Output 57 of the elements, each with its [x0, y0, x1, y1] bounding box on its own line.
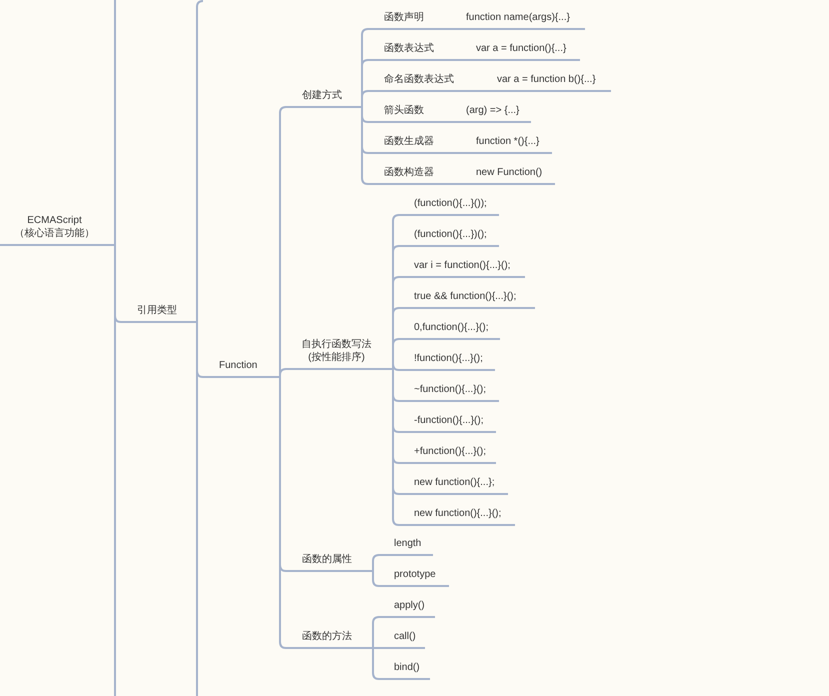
topic-text: 函数生成器: [384, 135, 435, 148]
topic-text: 0,function(){...}();: [414, 321, 488, 334]
branch-line: [372, 571, 380, 587]
topic-text: apply(): [394, 599, 425, 612]
code-text: (arg) => {...}: [466, 104, 520, 117]
branch-line: [196, 0, 204, 322]
code-text: var a = function b(){...}: [497, 73, 596, 86]
branch-line: [372, 554, 380, 571]
topic-text: bind(): [394, 661, 420, 674]
topic-text: var i = function(){...}();: [414, 259, 510, 272]
topic-text: 函数的属性: [302, 553, 352, 566]
code-text: function name(args){...}: [466, 11, 570, 24]
topic-underline: [286, 551, 373, 572]
topic-text: 自执行函数写法: [302, 338, 372, 351]
topic-underline: [368, 71, 611, 92]
branch-line: [373, 647, 379, 649]
topic-text: 引用类型: [137, 304, 177, 317]
topic-text: call(): [394, 630, 416, 643]
topic-subtext: (按性能排序): [308, 351, 365, 364]
topic-text: true && function(){...}();: [414, 290, 516, 303]
topic-underline: [368, 9, 585, 30]
branch-line: [114, 0, 116, 245]
topic-subtext: （核心语言功能）: [14, 227, 94, 240]
topic-underline: [368, 102, 531, 123]
code-text: var a = function(){...}: [476, 42, 566, 55]
topic-underline: [286, 628, 373, 649]
topic-text: new function(){...};: [414, 476, 495, 489]
topic-text: 命名函数表达式: [384, 73, 455, 86]
topic-text: Function: [219, 359, 258, 372]
branch-line: [279, 368, 287, 377]
code-text: function *(){...}: [476, 135, 540, 148]
topic-text: length: [394, 537, 422, 550]
branch-line: [196, 322, 198, 696]
branch-line: [361, 90, 369, 107]
topic-underline: [286, 87, 362, 108]
topic-text: ECMAScript: [27, 214, 82, 227]
topic-underline: [121, 302, 197, 323]
branch-line: [279, 377, 287, 649]
topic-text: +function(){...}();: [414, 445, 486, 458]
topic-text: 函数声明: [384, 11, 425, 24]
topic-text: prototype: [394, 568, 436, 581]
topic-text: 箭头函数: [384, 104, 425, 117]
topic-text: 函数的方法: [302, 630, 352, 643]
branch-line: [392, 363, 400, 371]
topic-text: (function(){...})();: [414, 228, 487, 241]
topic-text: new function(){...}();: [414, 507, 502, 520]
code-text: new Function(): [476, 166, 542, 179]
topic-text: !function(){...}();: [414, 352, 483, 365]
topic-text: (function(){...}());: [414, 197, 487, 210]
topic-text: 函数构造器: [384, 166, 435, 179]
topic-underline: [368, 164, 555, 185]
topic-text: -function(){...}();: [414, 414, 484, 427]
topic-underline: [368, 133, 552, 154]
topic-text: ~function(){...}();: [414, 383, 486, 396]
topic-text: 创建方式: [302, 89, 342, 102]
topic-text: 函数表达式: [384, 42, 435, 55]
topic-underline: [368, 40, 580, 61]
